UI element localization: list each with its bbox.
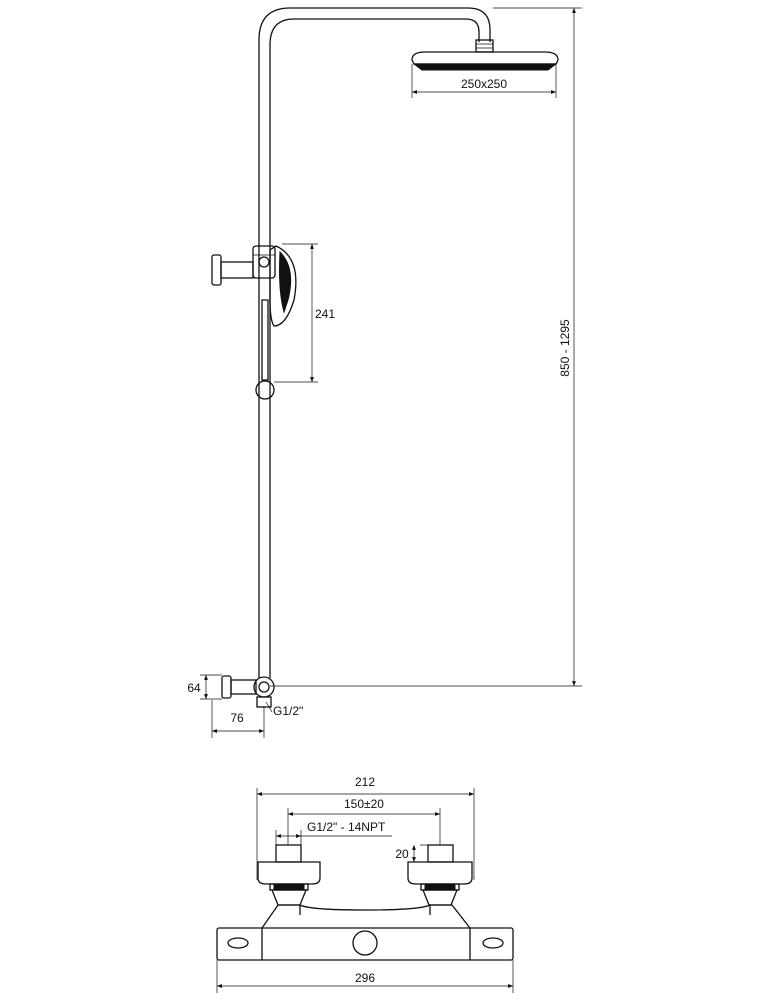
- mixer-body: [216, 904, 514, 961]
- spacing-base-label: 150: [344, 797, 364, 811]
- wall-height-label: 64: [187, 681, 201, 695]
- thread-length-label: 20: [395, 847, 409, 861]
- mixer-total-width-label: 296: [355, 971, 375, 985]
- spacing-tol-label: 20: [371, 797, 385, 811]
- hand-shower-length-label: 241: [315, 307, 335, 321]
- spacing-pm-label: ±: [364, 797, 371, 811]
- head-width-dimension: 250x250: [411, 64, 557, 98]
- hand-shower-holder: [211, 245, 276, 286]
- mixer-dimensions: 212 150±20 G1/2" - 14NPT 20 296: [216, 775, 514, 993]
- mixer-inner-width-label: 212: [355, 775, 375, 789]
- hand-shower: [255, 245, 297, 400]
- wall-connection-dimensions: 64 76 G1/2": [187, 674, 303, 738]
- connection-thread-label: G1/2": [273, 704, 303, 718]
- mixer-thread-label: G1/2" - 14NPT: [307, 820, 386, 834]
- height-dimension: 850 - 1295: [270, 7, 582, 687]
- hand-shower-dimension: 241: [274, 243, 335, 383]
- mixer-inlet-left: [257, 844, 321, 906]
- shower-riser: [258, 7, 494, 678]
- head-size-label: 250x250: [461, 77, 507, 91]
- mixer-inlet-right: [407, 844, 473, 906]
- wall-depth-label: 76: [230, 711, 244, 725]
- svg-text:150±20: 150±20: [344, 797, 384, 811]
- overhead-shower-head: [411, 51, 559, 71]
- height-range-label: 850 - 1295: [558, 319, 572, 377]
